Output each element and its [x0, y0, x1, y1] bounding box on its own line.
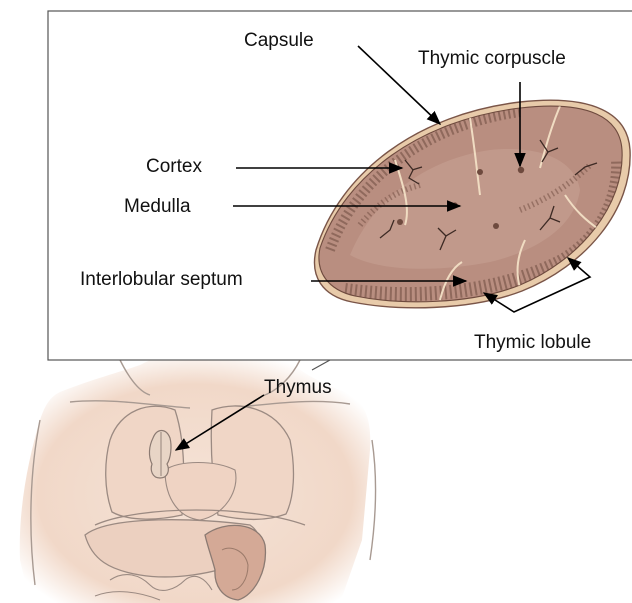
- label-cortex: Cortex: [146, 156, 202, 177]
- label-capsule: Capsule: [244, 30, 314, 51]
- label-thymic-lobule: Thymic lobule: [474, 332, 591, 353]
- label-medulla: Medulla: [124, 196, 191, 217]
- label-interlobular-septum: Interlobular septum: [80, 269, 243, 290]
- label-thymus: Thymus: [264, 377, 332, 398]
- label-thymic-corpuscle: Thymic corpuscle: [418, 48, 566, 69]
